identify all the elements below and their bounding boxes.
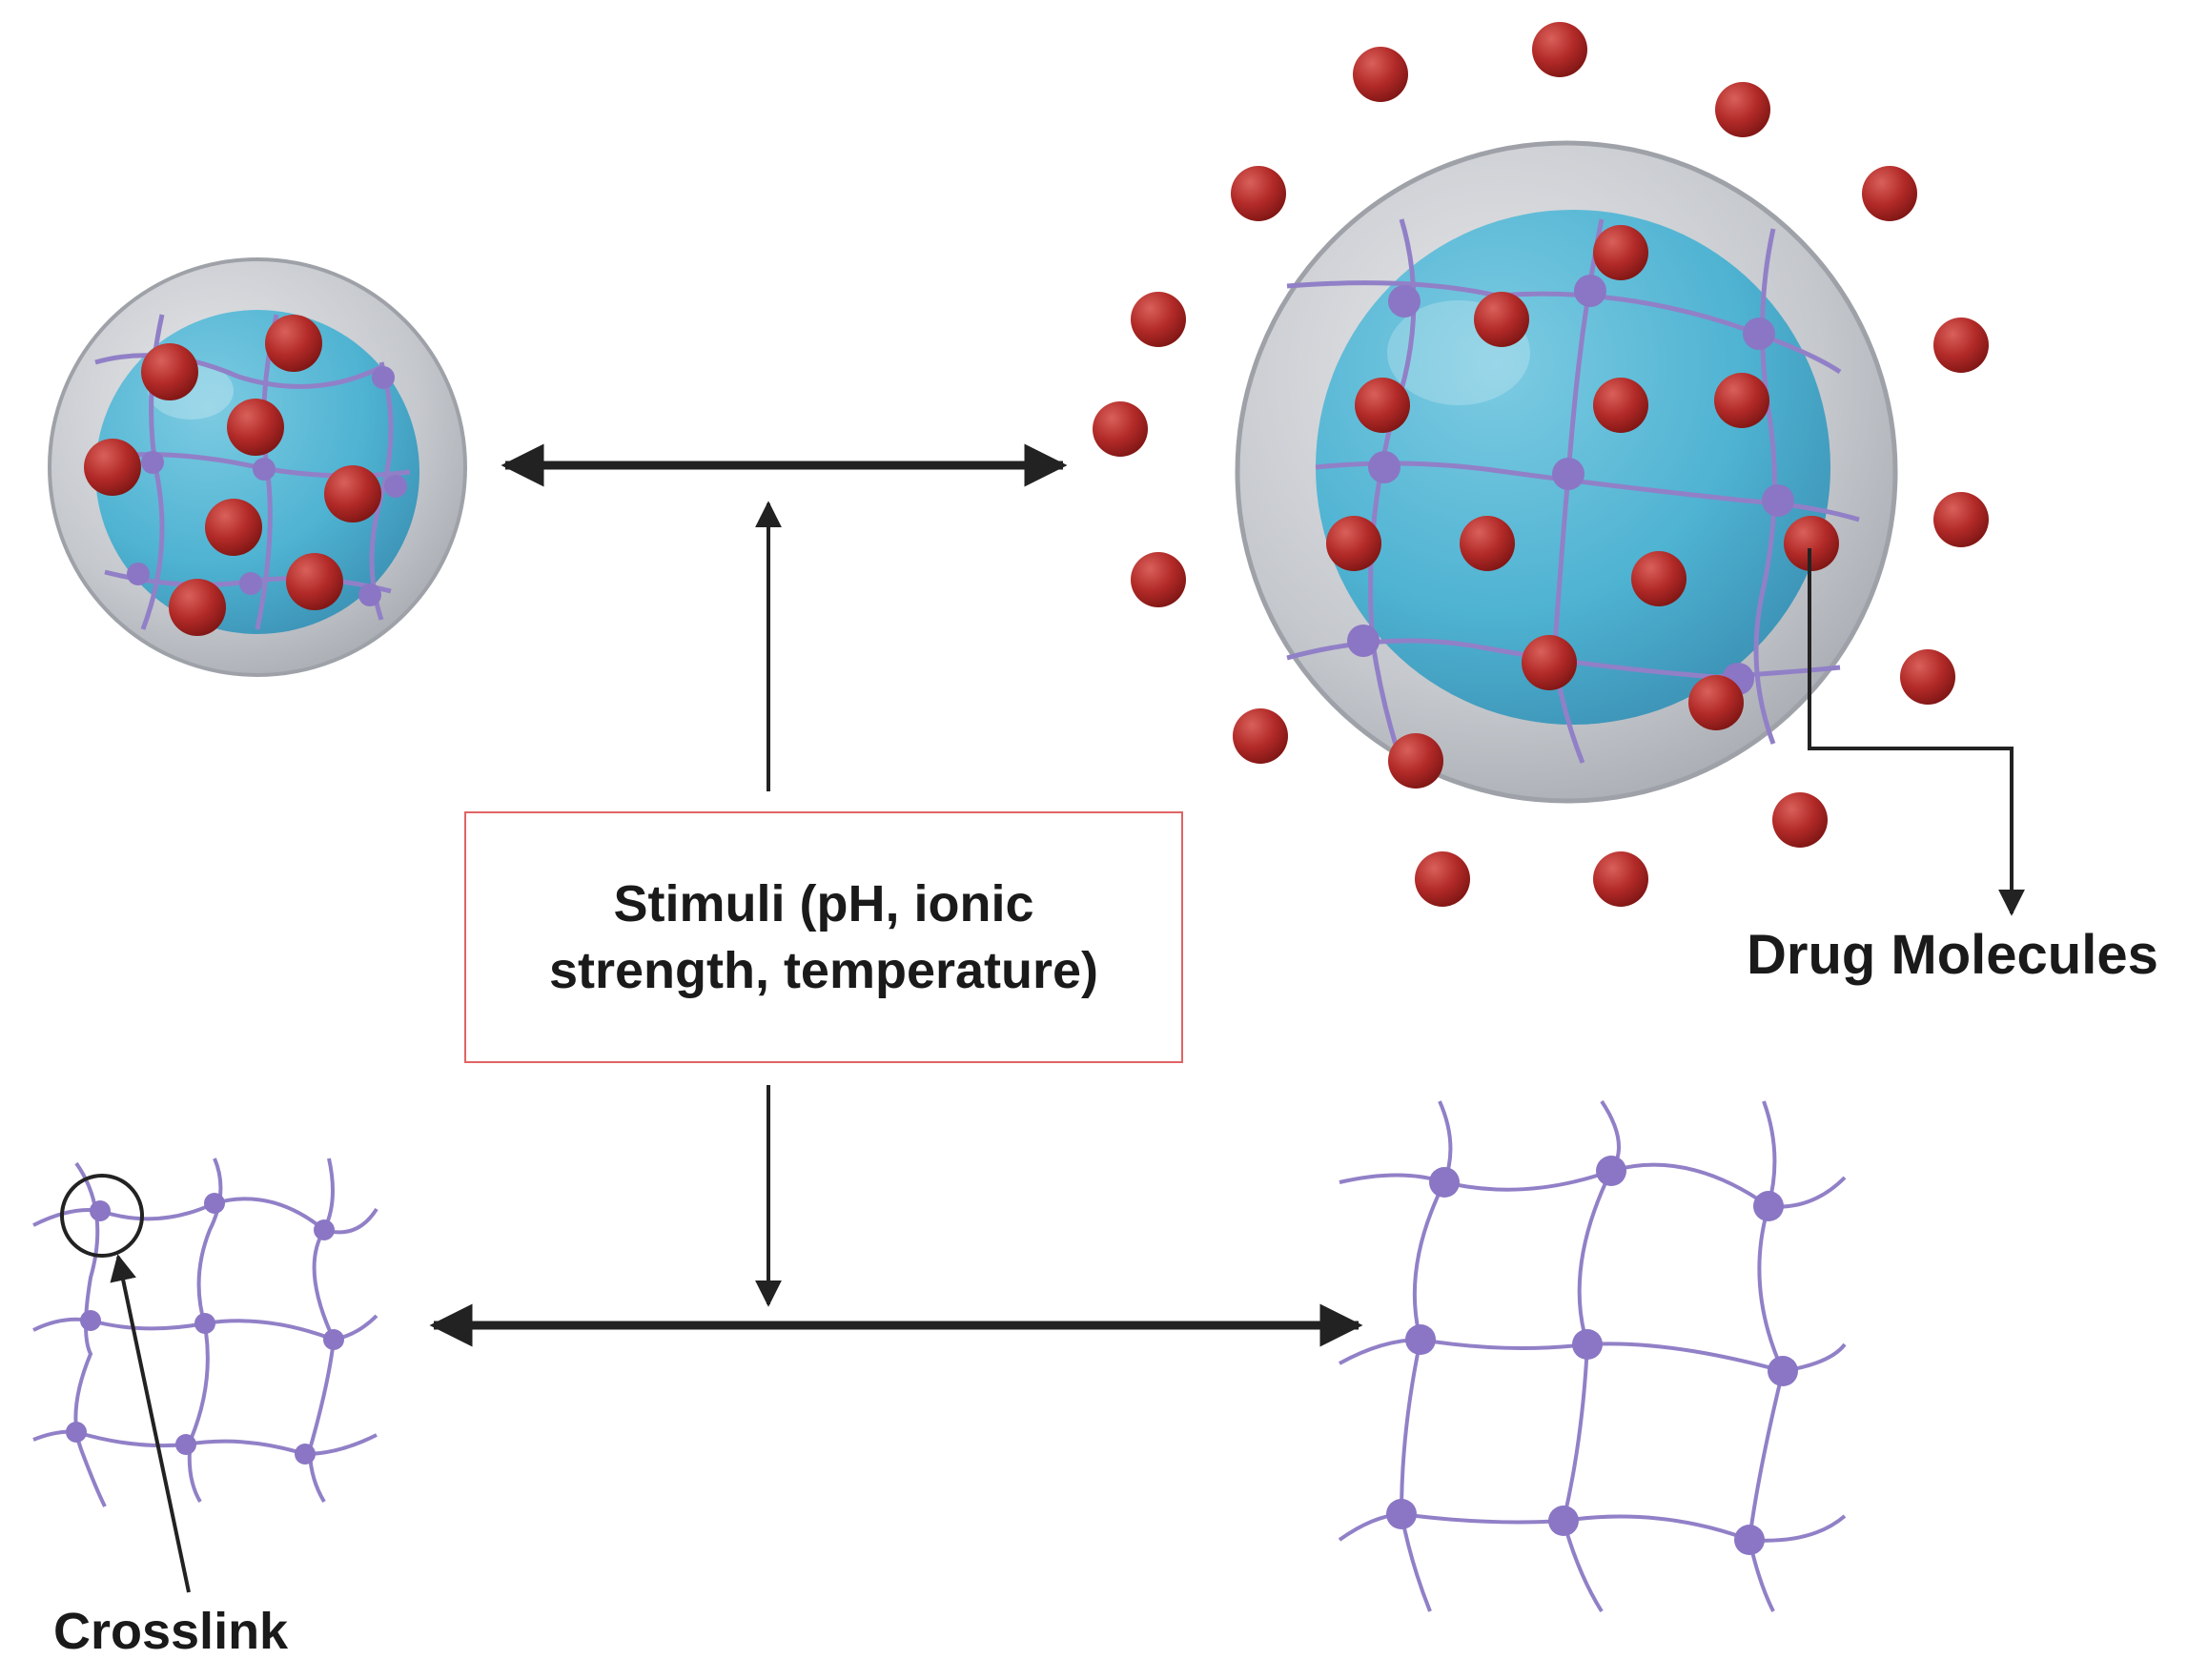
crosslink-highlight-circle (60, 1174, 144, 1258)
swollen-network-mesh (1338, 1099, 1847, 1613)
released-drug-molecules (1093, 22, 1989, 907)
stimuli-box: Stimuli (pH, ionic strength, temperature… (464, 811, 1183, 1063)
drug-molecules-pointer (1808, 548, 2025, 916)
collapsed-drug-molecules (84, 315, 381, 636)
crosslink-label: Crosslink (53, 1603, 289, 1660)
stimuli-label-line-1: Stimuli (pH, ionic (613, 875, 1034, 932)
swollen-mesh-nodes (1386, 1156, 1798, 1555)
drug-molecules-label: Drug Molecules (1747, 924, 2158, 986)
collapsed-mesh-nodes (66, 1193, 344, 1465)
collapsed-network-mesh (32, 1158, 378, 1593)
stimuli-label-line-2: strength, temperature) (548, 942, 1099, 999)
swollen-drug-molecules (1326, 225, 1839, 789)
crosslink-pointer (110, 1254, 191, 1593)
swollen-hydrogel-particle (1235, 140, 1898, 804)
collapsed-hydrogel-particle (48, 257, 467, 677)
